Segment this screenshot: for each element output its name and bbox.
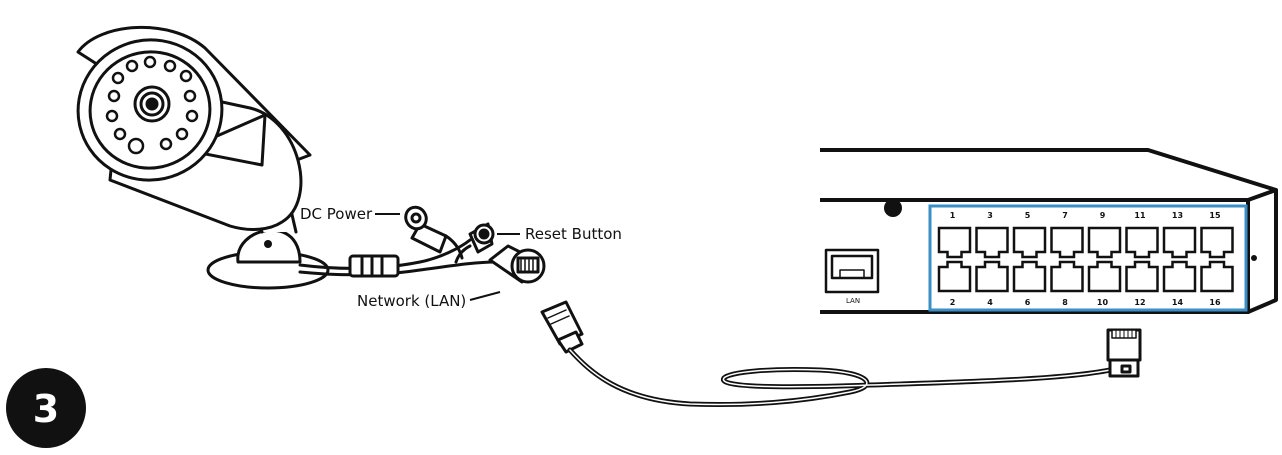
ethernet-port-3 xyxy=(975,226,1009,259)
ethernet-port-11 xyxy=(1125,226,1159,259)
ir-led-ring xyxy=(105,55,199,155)
ethernet-port-16 xyxy=(1200,260,1234,293)
svg-text:LAN: LAN xyxy=(846,297,860,305)
nvr-lan-port: LAN xyxy=(824,248,880,305)
ethernet-port-9 xyxy=(1087,226,1122,259)
ethernet-port-15 xyxy=(1200,226,1234,259)
port-number-bottom: 2 xyxy=(950,298,956,307)
camera-cable xyxy=(298,238,472,270)
network-lan-label: Network (LAN) xyxy=(357,292,466,310)
ethernet-port-2 xyxy=(937,260,972,293)
ethernet-port-12 xyxy=(1125,260,1159,293)
port-number-top: 11 xyxy=(1134,211,1146,220)
port-number-top: 5 xyxy=(1025,211,1031,220)
poe-port-highlight xyxy=(928,204,1248,312)
reset-button-label: Reset Button xyxy=(525,225,622,243)
port-number-top: 15 xyxy=(1209,211,1221,220)
port-number-bottom: 8 xyxy=(1062,298,1068,307)
ethernet-port-6 xyxy=(1012,260,1047,293)
rj45-plug-right xyxy=(1106,328,1142,378)
camera-network-connector xyxy=(488,244,546,284)
ethernet-port-14 xyxy=(1162,260,1197,293)
port-number-bottom: 14 xyxy=(1172,298,1184,307)
ethernet-port-7 xyxy=(1050,226,1084,259)
rj45-plug-left xyxy=(540,300,584,354)
ethernet-cable xyxy=(540,300,1142,407)
reset-button-connector xyxy=(454,222,495,264)
svg-text:3: 3 xyxy=(33,387,59,431)
bullet-camera xyxy=(76,25,546,290)
ethernet-port-4 xyxy=(975,260,1009,293)
ethernet-port-13 xyxy=(1162,226,1197,259)
port-number-top: 3 xyxy=(987,211,993,220)
port-number-bottom: 16 xyxy=(1209,298,1221,307)
nvr-top-edge xyxy=(820,148,1277,192)
dc-power-connector xyxy=(404,205,464,260)
step-badge: 3 xyxy=(6,368,86,448)
port-number-top: 1 xyxy=(950,211,956,220)
port-number-bottom: 10 xyxy=(1097,298,1109,307)
ethernet-port-10 xyxy=(1087,260,1122,293)
port-number-top: 13 xyxy=(1172,211,1183,220)
ethernet-port-8 xyxy=(1050,260,1084,293)
port-number-bottom: 4 xyxy=(987,298,993,307)
port-number-bottom: 12 xyxy=(1134,298,1145,307)
ethernet-port-1 xyxy=(937,226,972,259)
camera-labels: DC Power Reset Button Network (LAN) xyxy=(300,205,622,310)
port-number-bottom: 6 xyxy=(1025,298,1031,307)
nvr-side xyxy=(1246,188,1278,314)
ethernet-port-5 xyxy=(1012,226,1047,259)
port-number-top: 9 xyxy=(1100,211,1106,220)
port-number-top: 7 xyxy=(1062,211,1068,220)
dc-power-label: DC Power xyxy=(300,205,373,223)
